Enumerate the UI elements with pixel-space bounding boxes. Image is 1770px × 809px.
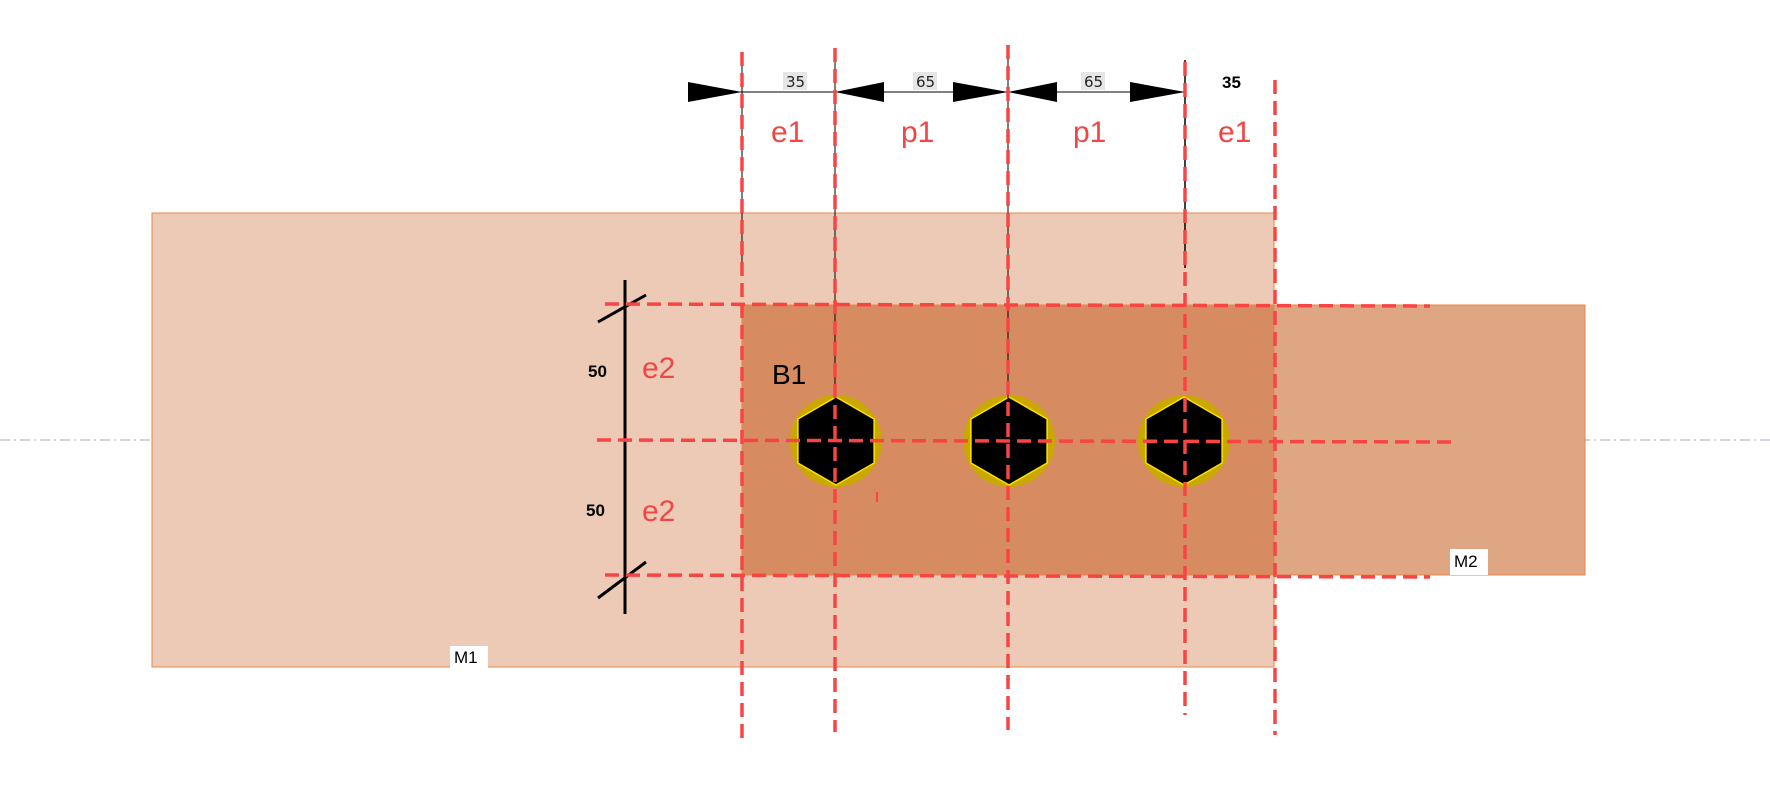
dimension-symbol: e2 bbox=[642, 495, 675, 528]
svg-text:M2: M2 bbox=[1454, 552, 1478, 571]
tick-mark-icon bbox=[597, 293, 647, 324]
guide-line-horizontal bbox=[604, 573, 1431, 579]
arrow-icon bbox=[688, 82, 742, 102]
arrow-icon bbox=[835, 82, 884, 102]
tick-mark-icon bbox=[597, 560, 647, 600]
dimension-value: 65 bbox=[1084, 73, 1103, 91]
guide-line-horizontal bbox=[604, 302, 1431, 308]
arrow-icon bbox=[1008, 82, 1057, 102]
top-dimension-chain: 35 65 65 35 bbox=[688, 72, 1241, 102]
dimension-value: 50 bbox=[588, 362, 607, 381]
dimension-value: 35 bbox=[786, 73, 805, 91]
bolt-group-label: B1 bbox=[772, 359, 806, 390]
dimension-symbol: p1 bbox=[901, 116, 934, 149]
side-dimension-chain bbox=[597, 280, 647, 614]
member-m2-label: M2 bbox=[1450, 549, 1488, 575]
guide-line-horizontal bbox=[596, 438, 1456, 444]
dimension-symbol: e2 bbox=[642, 352, 675, 385]
svg-text:M1: M1 bbox=[454, 648, 478, 667]
member-m1-label: M1 bbox=[450, 646, 488, 668]
dimension-value: 50 bbox=[586, 501, 605, 520]
member-m2[interactable] bbox=[1273, 304, 1586, 576]
arrow-icon bbox=[1130, 82, 1185, 102]
arrow-icon bbox=[953, 82, 1008, 102]
dimension-value: 65 bbox=[916, 73, 935, 91]
dimension-symbol: e1 bbox=[1218, 116, 1251, 149]
dimension-symbol: p1 bbox=[1073, 116, 1106, 149]
dimension-value: 35 bbox=[1222, 73, 1241, 92]
dimension-symbol: e1 bbox=[771, 116, 804, 149]
